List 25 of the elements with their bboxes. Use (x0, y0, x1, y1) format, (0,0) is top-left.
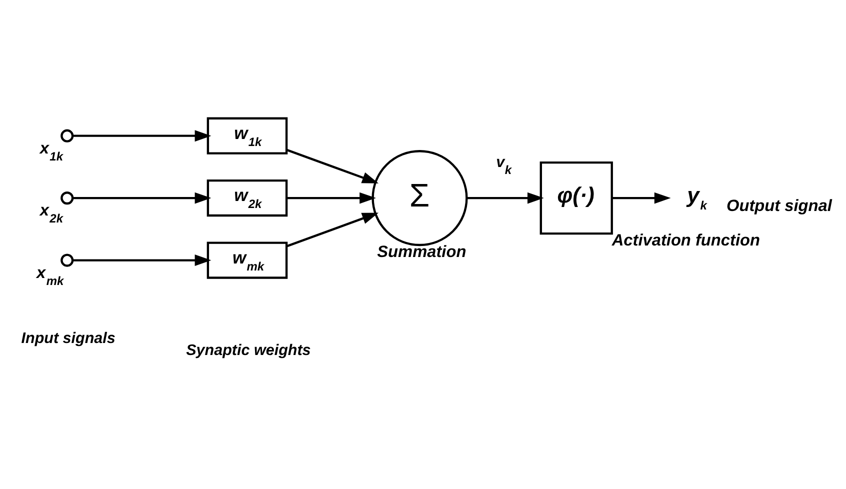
node-label: Output signal (726, 196, 832, 215)
arrow (286, 148, 379, 183)
label: Input signals (21, 329, 116, 346)
node-label: x$_{2k}$ (40, 201, 64, 226)
node-box: w$_{1k}$ (206, 116, 288, 154)
edge-label: v$_{k}$ (496, 154, 512, 177)
node-circle (60, 253, 74, 266)
arrow (72, 254, 212, 266)
arrow (466, 192, 544, 204)
arrow (72, 192, 212, 204)
label: Synaptic weights (186, 341, 311, 358)
arrow (612, 192, 671, 204)
node-circle (60, 128, 74, 142)
node-label: x$_{mk}$ (36, 263, 64, 288)
node-box: w$_{mk}$ (206, 241, 288, 278)
node-label: Activation function (612, 231, 760, 250)
arrow (286, 192, 376, 204)
arrow (72, 130, 212, 142)
node-text: y$_{k}$ (687, 182, 707, 212)
node-box: φ(·) (540, 160, 613, 234)
node-circle: Σ (372, 150, 468, 246)
node-circle (60, 191, 74, 204)
node-label: x$_{1k}$ (40, 138, 64, 163)
arrow (286, 212, 379, 247)
node-box: w$_{2k}$ (206, 179, 288, 216)
